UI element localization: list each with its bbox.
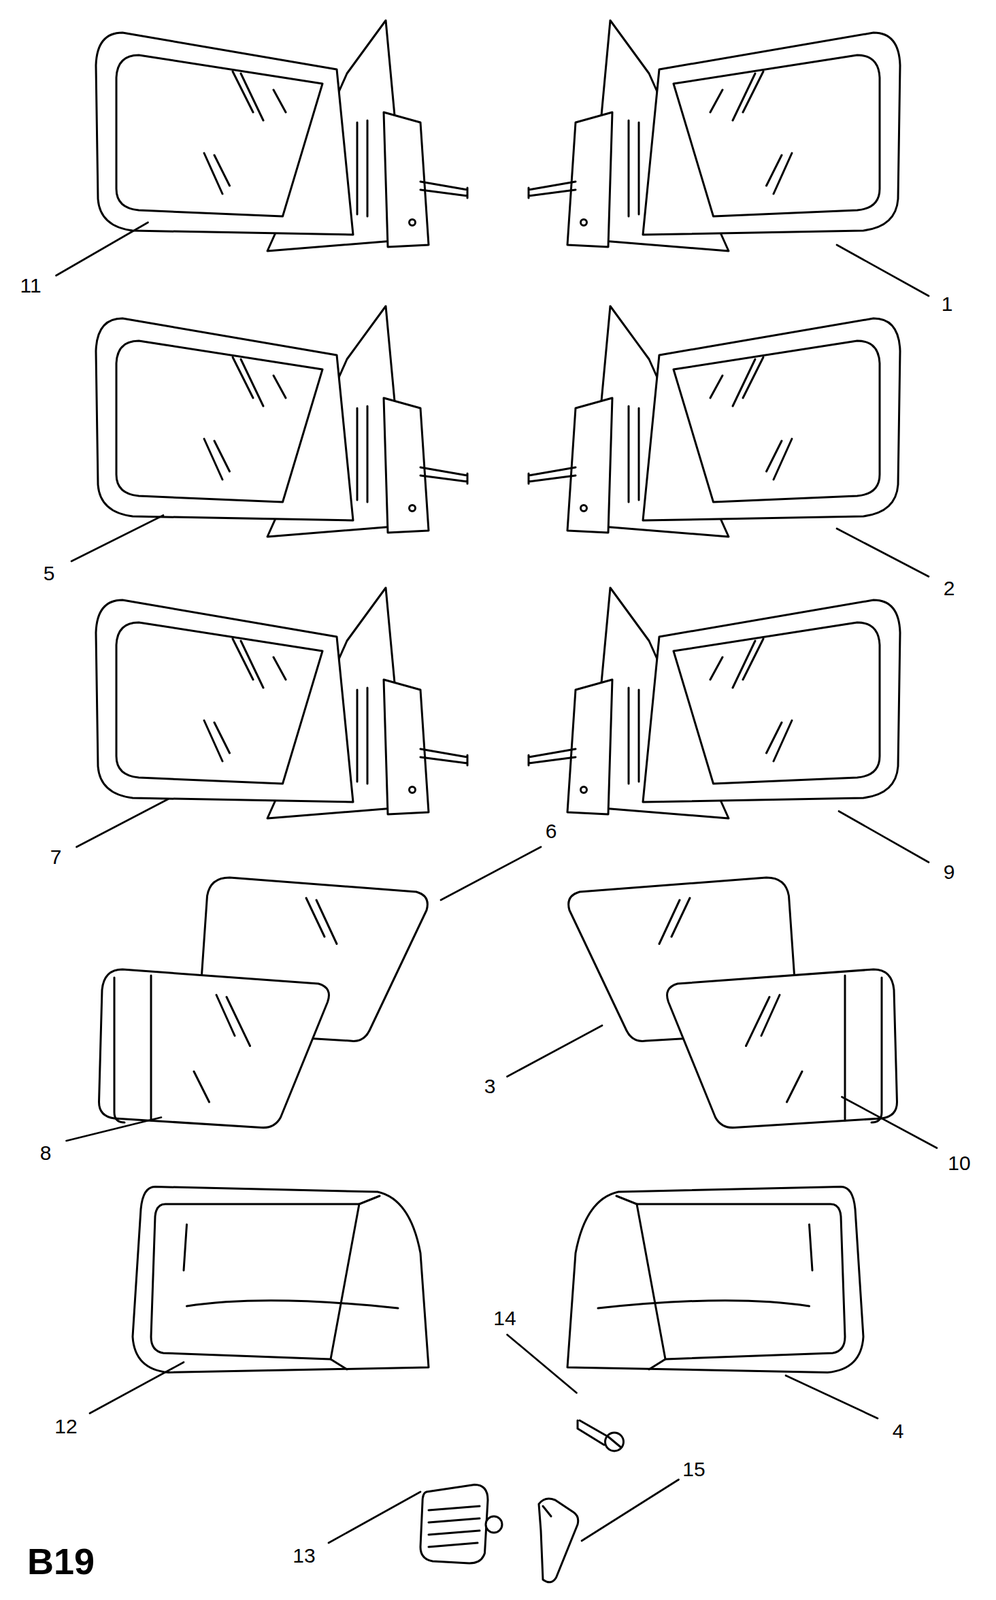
callout-number: 2: [943, 578, 956, 599]
callout-number: 11: [19, 275, 41, 296]
callout-number: 3: [484, 1076, 496, 1097]
callout-number: 8: [40, 1142, 52, 1164]
callout-number: 5: [43, 563, 56, 584]
callout-number: 7: [50, 847, 62, 868]
callout-number: 15: [682, 1459, 705, 1480]
callout-number: 13: [292, 1545, 315, 1567]
callout-number: 4: [892, 1421, 905, 1442]
callout-number: 10: [947, 1153, 971, 1174]
callout-number: 12: [54, 1416, 77, 1437]
callout-number: 9: [943, 861, 956, 883]
callout-number: 6: [545, 821, 558, 842]
callout-number: 1: [941, 293, 954, 315]
page-code: B19: [27, 1542, 95, 1580]
callout-number: 14: [493, 1308, 516, 1329]
